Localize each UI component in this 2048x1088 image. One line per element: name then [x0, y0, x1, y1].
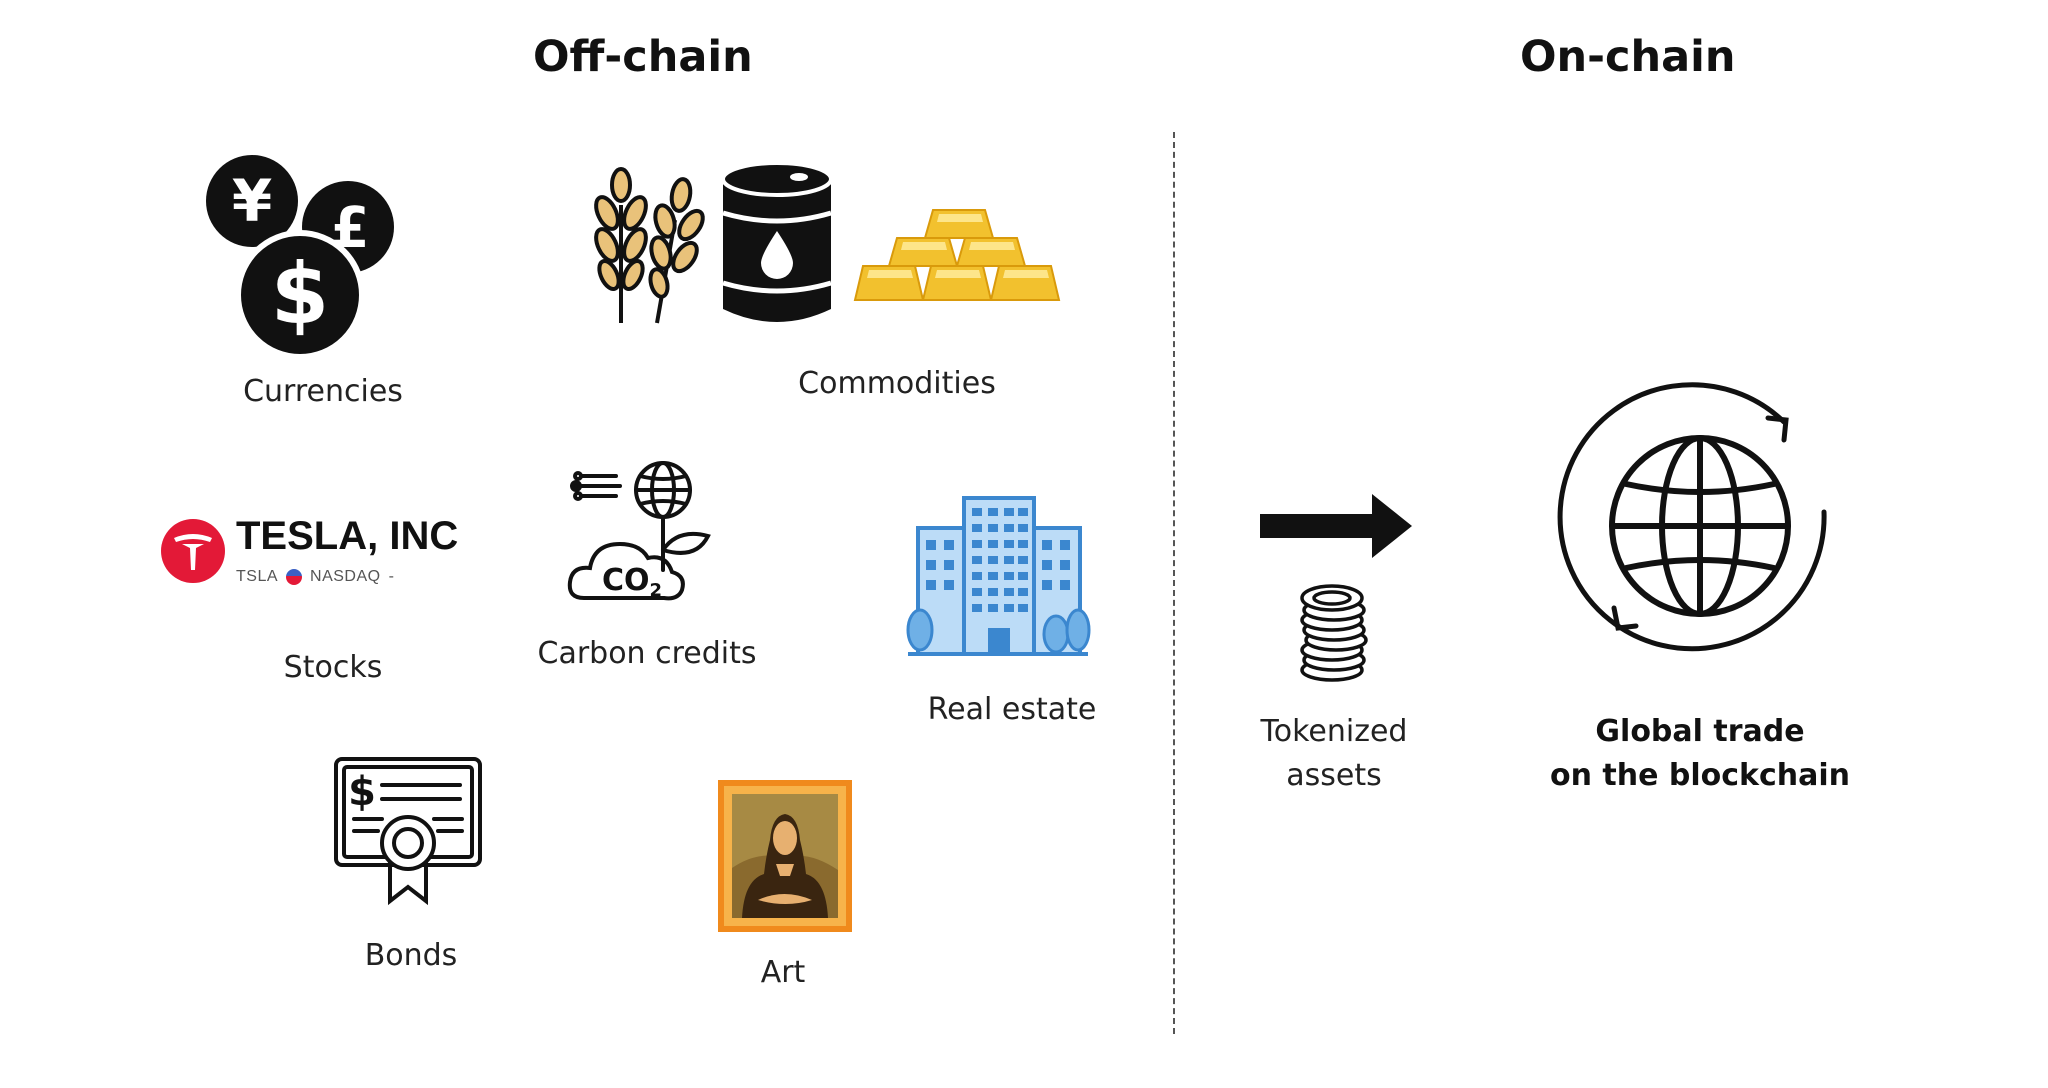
tesla-ticker-row: TSLA NASDAQ -: [236, 568, 394, 586]
stocks-label: Stocks: [283, 650, 383, 685]
globe-cycle-icon: [1557, 382, 1827, 652]
global-trade-line-2: on the blockchain: [1549, 758, 1851, 793]
arrow-right-icon: [1260, 494, 1412, 558]
on-chain-heading: On-chain: [1520, 32, 1736, 82]
currency-coins-icon: ¥ £ $: [206, 155, 394, 360]
carbon-credits-label: Carbon credits: [537, 636, 757, 671]
building-icon: [906, 496, 1091, 656]
oil-barrel-icon: [721, 161, 833, 322]
tokenized-assets-label: Tokenized assets: [1261, 710, 1408, 798]
tesla-suffix: -: [388, 568, 395, 585]
tesla-logo-icon: [161, 519, 225, 583]
art-label: Art: [760, 955, 806, 990]
bonds-label: Bonds: [364, 938, 458, 973]
tesla-ticker: TSLA: [236, 568, 279, 585]
svg-text:CO2: CO2: [602, 563, 662, 601]
co2-text: CO: [602, 563, 650, 598]
gold-bars-icon: [853, 209, 1061, 301]
real-estate-label: Real estate: [927, 692, 1097, 727]
us-flag-icon: [286, 569, 303, 585]
svg-text:¥: ¥: [232, 167, 272, 235]
section-divider: [1173, 132, 1175, 1034]
off-chain-heading: Off-chain: [533, 32, 753, 82]
global-trade-line-1: Global trade: [1595, 714, 1805, 749]
global-trade-label: Global trade on the blockchain: [1550, 710, 1850, 798]
currencies-label: Currencies: [243, 374, 403, 409]
tokenized-line-1: Tokenized: [1260, 714, 1408, 749]
bond-certificate-icon: $: [334, 757, 482, 906]
tokenized-line-2: assets: [1286, 758, 1382, 793]
wheat-icon: [594, 167, 705, 324]
svg-text:$: $: [348, 769, 376, 815]
commodities-label: Commodities: [798, 366, 996, 401]
co2-subscript: 2: [650, 580, 663, 601]
tesla-exchange: NASDAQ: [310, 568, 381, 585]
svg-text:$: $: [271, 245, 329, 343]
mona-lisa-painting-icon: [718, 780, 852, 932]
carbon-credit-icon: CO2: [567, 461, 711, 601]
coin-stack-icon: [1300, 584, 1368, 682]
tesla-name: TESLA, INC: [236, 514, 459, 558]
